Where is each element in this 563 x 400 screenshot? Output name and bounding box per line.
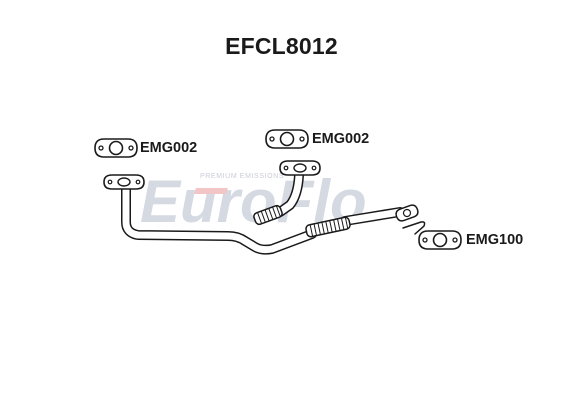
upper-flex-joint (253, 204, 283, 226)
hanger-bracket (402, 221, 426, 235)
gasket-icon (265, 129, 309, 149)
left-inlet-flange (103, 174, 145, 190)
callout-label: EMG002 (140, 140, 198, 156)
outlet-flange (395, 204, 419, 222)
gasket-icon (94, 138, 138, 158)
exhaust-pipe-assembly (121, 170, 405, 255)
main-flex-joint (305, 216, 351, 238)
callout-label: EMG100 (466, 232, 524, 248)
part-number-title: EFCL8012 (225, 33, 338, 59)
gasket-icon (418, 230, 462, 250)
watermark-accent-bar (193, 188, 228, 194)
right-inlet-flange (279, 160, 321, 176)
watermark-tagline: PREMIUM EMISSIONS (200, 173, 284, 180)
callout-label: EMG002 (312, 131, 370, 147)
